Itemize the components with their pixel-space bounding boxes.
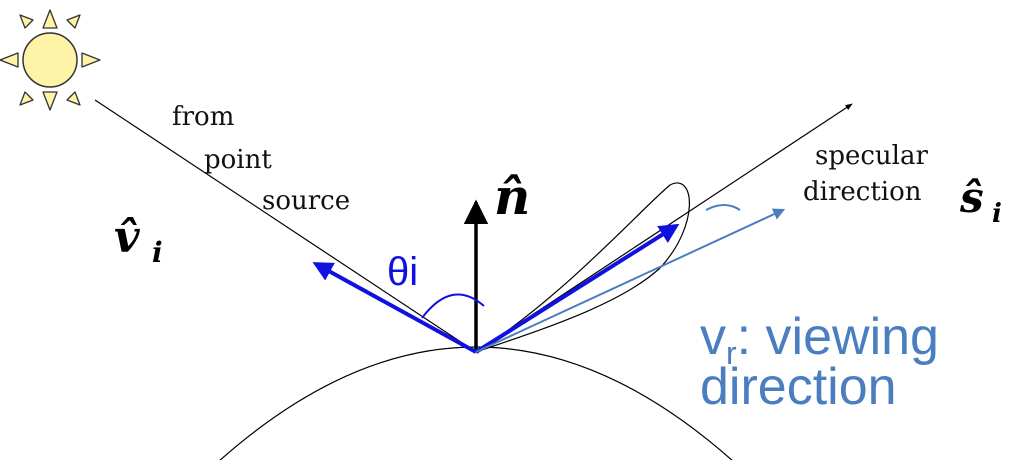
- incident-ray: [94, 99, 477, 353]
- n-hat-symbol: n̂: [494, 167, 530, 226]
- v-hat-symbol: v̂: [114, 212, 140, 263]
- viewing-subscript: r: [726, 335, 737, 371]
- viewing-vector: [475, 208, 786, 353]
- theta-arc: [421, 293, 485, 319]
- incident-label-line3: source: [262, 186, 350, 216]
- s-hat-symbol: ŝ: [959, 173, 984, 222]
- incident-label-line2: point: [204, 145, 272, 175]
- specular-label-line1: specular: [815, 141, 928, 171]
- sun-icon: [0, 9, 101, 111]
- v-subscript: i: [152, 236, 163, 269]
- viewing-label-line1: vr: viewing: [700, 308, 939, 371]
- reflected-vector: [474, 223, 680, 354]
- specular-lobe: [475, 182, 690, 353]
- s-subscript: i: [992, 199, 1002, 229]
- incident-label-line1: from: [172, 102, 234, 132]
- viewing-v: v: [700, 308, 726, 366]
- surface-curve: [219, 346, 733, 460]
- viewing-label-line2: direction: [700, 358, 897, 416]
- theta-label: θi: [387, 250, 418, 294]
- view-angle-arc: [705, 204, 741, 211]
- viewing-rest: : viewing: [737, 308, 939, 366]
- light-vector: [312, 262, 477, 354]
- specular-label-line2: direction: [803, 177, 922, 207]
